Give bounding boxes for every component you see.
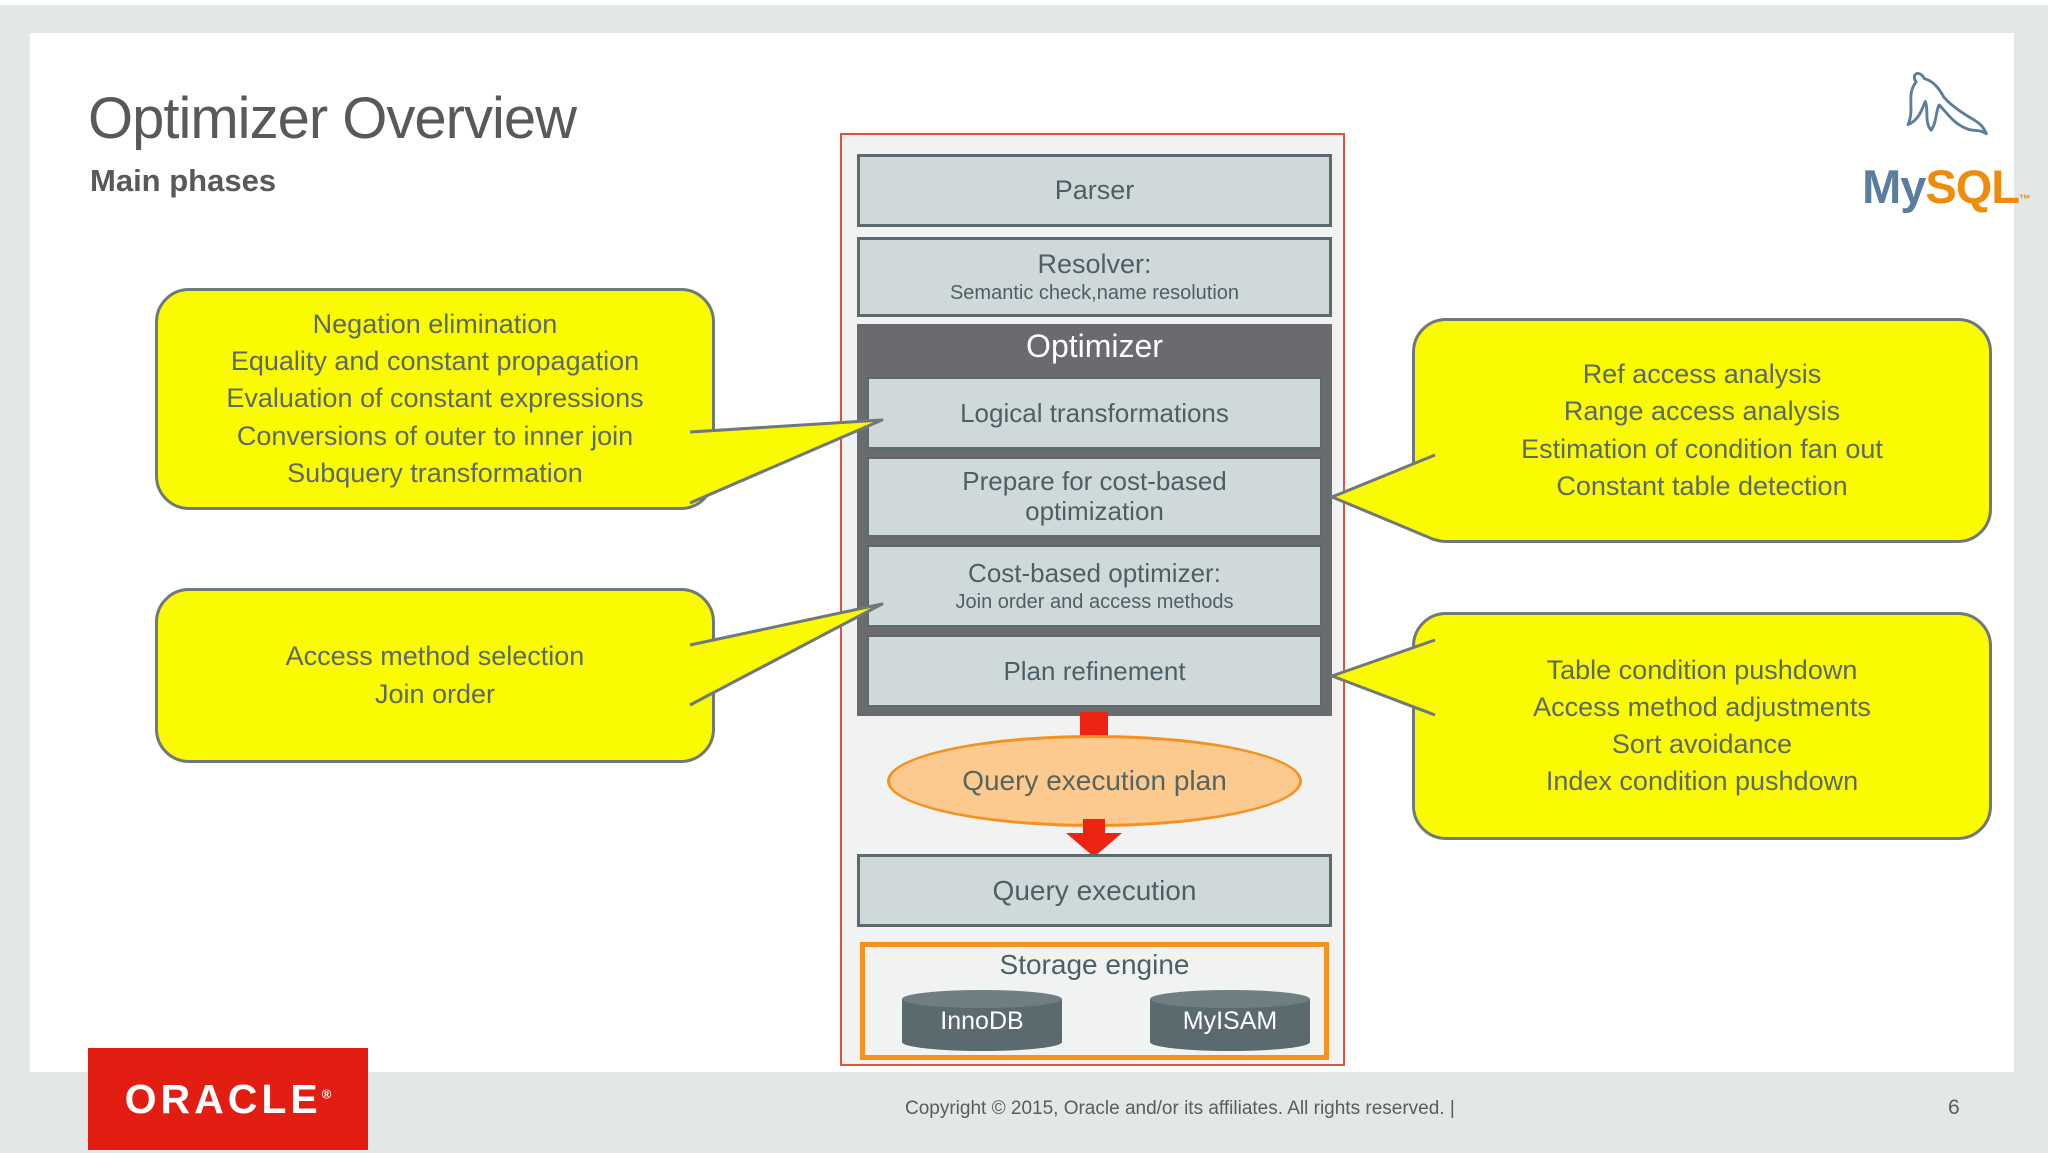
step-prepare-label: Prepare for cost-based optimization xyxy=(962,466,1227,526)
mysql-dolphin-icon xyxy=(1906,72,1988,136)
resolver-label: Resolver: xyxy=(1037,249,1152,279)
oracle-wordmark: ORACLE® xyxy=(125,1076,332,1123)
page-subtitle: Main phases xyxy=(90,163,277,198)
callout-plan-text: Table condition pushdown Access method a… xyxy=(1533,654,1871,797)
mysql-trademark: ™ xyxy=(2019,192,2031,206)
myisam-label: MyISAM xyxy=(1182,1007,1278,1035)
innodb-label: InnoDB xyxy=(940,1007,1024,1035)
oracle-logo: ORACLE® xyxy=(88,1048,368,1150)
step-cost-based-optimizer: Cost-based optimizer: Join order and acc… xyxy=(867,545,1322,627)
callout-prepare-cost-based: Ref access analysis Range access analysi… xyxy=(1412,318,1992,543)
step-plan-refinement: Plan refinement xyxy=(867,635,1322,707)
optimizer-title: Optimizer xyxy=(1026,328,1163,364)
callout-prepare-text: Ref access analysis Range access analysi… xyxy=(1521,359,1883,501)
slide: Optimizer Overview Main phases MySQL™ Ne… xyxy=(30,33,2031,1072)
mysql-wordmark-my: My xyxy=(1862,160,1926,213)
query-execution-plan-ellipse: Query execution plan xyxy=(887,735,1302,827)
down-arrow-icon xyxy=(1066,819,1122,857)
step-plan-label: Plan refinement xyxy=(1003,655,1186,686)
step-prepare-cost-based: Prepare for cost-based optimization xyxy=(867,457,1322,537)
page-title: Optimizer Overview xyxy=(88,86,577,151)
resolver-box: Resolver: Semantic check,name resolution xyxy=(857,237,1332,317)
mysql-wordmark-sql: SQL xyxy=(1925,160,2020,213)
optimizer-panel: Optimizer Logical transformations Prepar… xyxy=(857,324,1332,716)
callout-cost-based-optimizer: Access method selection Join order xyxy=(155,588,715,763)
query-execution-label: Query execution xyxy=(992,874,1197,906)
parser-box: Parser xyxy=(857,154,1332,227)
page-number: 6 xyxy=(1948,1096,1960,1119)
innodb-cylinder: InnoDB xyxy=(902,989,1062,1053)
oracle-text: ORACLE xyxy=(124,1075,322,1122)
resolver-sublabel: Semantic check,name resolution xyxy=(949,282,1240,304)
database-cylinder-icon xyxy=(1150,990,1310,1051)
callout-plan-refinement: Table condition pushdown Access method a… xyxy=(1412,612,1992,840)
top-strip xyxy=(0,0,2048,5)
query-plan-label: Query execution plan xyxy=(962,765,1227,796)
query-execution-box: Query execution xyxy=(857,854,1332,927)
callout-logical-text: Negation elimination Equality and consta… xyxy=(226,308,644,488)
mysql-logo: MySQL™ xyxy=(1800,61,2040,226)
copyright-text: Copyright © 2015, Oracle and/or its affi… xyxy=(905,1098,1455,1119)
myisam-cylinder: MyISAM xyxy=(1150,989,1310,1053)
database-cylinder-icon xyxy=(902,990,1062,1051)
step-cost-label: Cost-based optimizer: xyxy=(968,558,1221,588)
flowchart-container: Parser Resolver: Semantic check,name res… xyxy=(840,133,1345,1066)
callout-access-text: Access method selection Join order xyxy=(285,641,585,709)
oracle-registered-mark: ® xyxy=(321,1085,332,1101)
parser-label: Parser xyxy=(1054,175,1135,205)
step-cost-sublabel: Join order and access methods xyxy=(955,591,1234,613)
storage-engine-box: Storage engine InnoDB MyISAM xyxy=(860,942,1329,1060)
step-logical-transformations: Logical transformations xyxy=(867,377,1322,449)
storage-engine-title: Storage engine xyxy=(999,949,1190,980)
mysql-wordmark: MySQL™ xyxy=(1800,159,2031,214)
step-logical-label: Logical transformations xyxy=(960,397,1229,428)
callout-logical-transformations: Negation elimination Equality and consta… xyxy=(155,288,715,510)
